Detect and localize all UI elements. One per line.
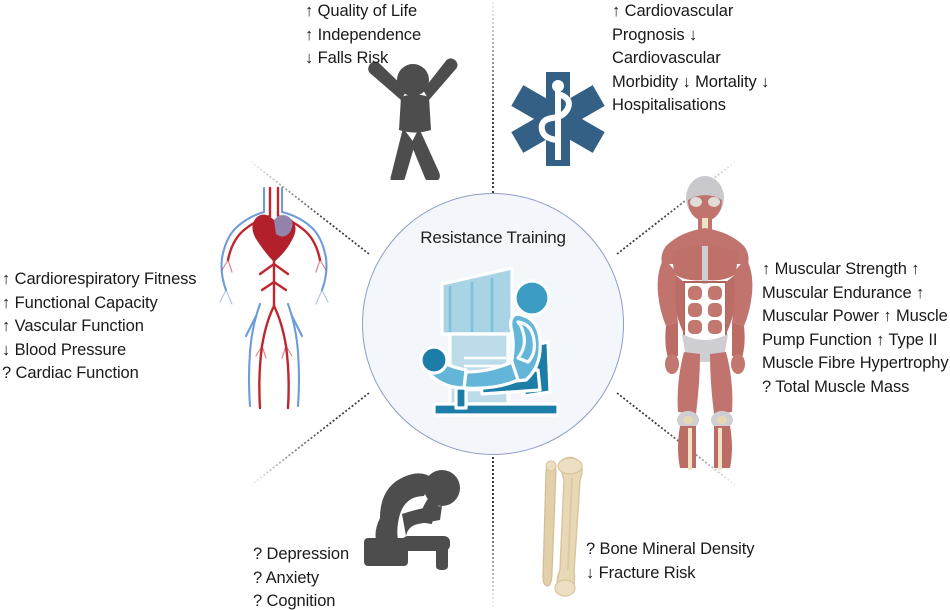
- center-title: Resistance Training: [420, 228, 566, 247]
- tibia-fibula-bone-icon: [542, 456, 583, 597]
- benefit-list-bone-health: ? Bone Mineral Density ↓ Fracture Risk: [586, 540, 755, 582]
- benefit-list-quality-of-life: ↑ Quality of Life ↑ Independence ↓ Falls…: [305, 2, 422, 67]
- benefit-list-cardiorespiratory: ↑ Cardiorespiratory Fitness ↑ Functional…: [2, 270, 197, 382]
- circulatory-system-icon: [219, 186, 329, 410]
- benefit-list-cardiovascular: ↑ Cardiovascular Prognosis ↓ Cardiovascu…: [612, 2, 770, 114]
- benefit-list-mental-health: ? Depression ? Anxiety ? Cognition: [253, 545, 350, 610]
- star-of-life-icon: [511, 72, 605, 166]
- benefit-list-muscular: ↑ Muscular Strength ↑ Muscular Endurance…: [762, 260, 949, 396]
- leg-extension-machine-icon: [420, 266, 560, 417]
- muscular-system-icon: [657, 176, 753, 470]
- jumping-person-icon: [368, 58, 458, 180]
- divider-top: [492, 0, 494, 193]
- seated-distressed-person-icon: [364, 470, 460, 570]
- divider-bottom: [492, 457, 494, 607]
